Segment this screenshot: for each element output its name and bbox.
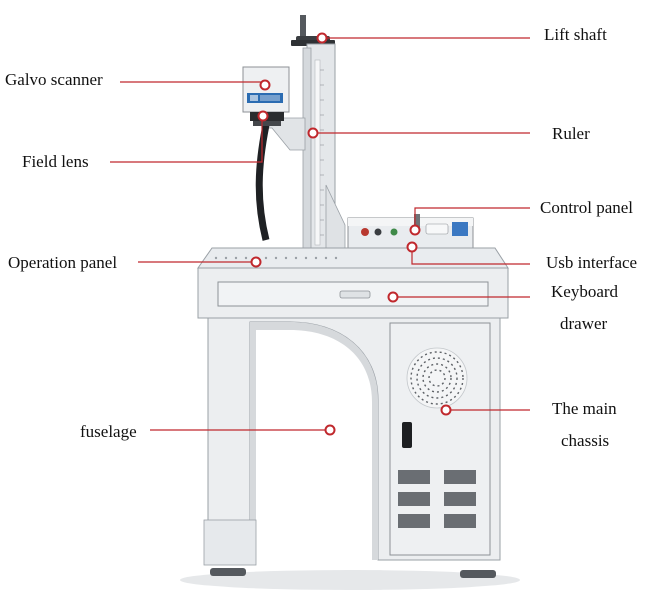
label-field-lens: Field lens: [22, 152, 89, 171]
column: [291, 15, 346, 255]
label-main-chassis-line2: chassis: [561, 431, 610, 450]
label-galvo-scanner: Galvo scanner: [5, 70, 103, 89]
callout-field-lens: [110, 110, 269, 163]
keyboard-drawer: [217, 281, 489, 307]
callout-usb-interface: [406, 241, 530, 265]
label-usb-interface: Usb interface: [546, 253, 638, 272]
label-operation-panel: Operation panel: [8, 253, 118, 272]
callout-keyboard-drawer: [387, 291, 530, 303]
label-keyboard-drawer-line2: drawer: [560, 314, 608, 333]
label-lift-shaft: Lift shaft: [544, 25, 607, 44]
label-fuselage: fuselage: [80, 422, 137, 441]
callout-ruler: [307, 127, 530, 139]
label-control-panel: Control panel: [540, 198, 634, 217]
callout-control-panel: [409, 207, 530, 236]
callout-galvo-scanner: [120, 79, 271, 91]
label-keyboard-drawer-line1: Keyboard: [551, 282, 619, 301]
label-main-chassis-line1: The main: [552, 399, 617, 418]
callout-lift-shaft: [316, 32, 530, 44]
main-chassis-door: [389, 322, 491, 556]
callout-fuselage: [150, 424, 336, 436]
control-panel-box: [347, 214, 474, 249]
callout-operation-panel: [138, 256, 262, 268]
callout-main-chassis: [440, 404, 530, 416]
label-ruler: Ruler: [552, 124, 590, 143]
